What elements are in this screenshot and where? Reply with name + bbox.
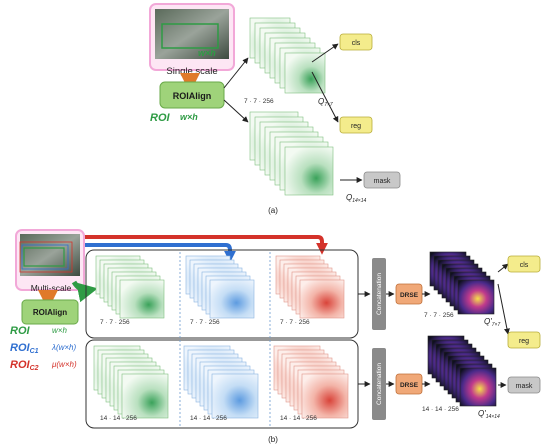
output-stack-bottom <box>427 335 497 407</box>
stack-top-green <box>95 255 165 319</box>
roialign-label-b: ROIAlign <box>33 308 67 317</box>
q-top-b: Q'7×7 <box>484 317 500 328</box>
cls-box <box>339 33 373 51</box>
stack-top-blue <box>185 255 255 319</box>
cls-label: cls <box>352 40 361 47</box>
stack-bottom-label-2: 14 · 14 · 256 <box>190 415 227 422</box>
feature-stack-top-a <box>249 17 326 94</box>
concat-label-bottom: Concatenation <box>376 363 383 405</box>
mask-label: mask <box>374 178 391 185</box>
output-stack-top <box>429 251 495 315</box>
input-image-b <box>20 234 80 276</box>
roi-dims-b: w×h <box>52 326 67 335</box>
feature-map-layer <box>459 367 497 407</box>
input-image <box>155 9 229 59</box>
scale-label: Single scale <box>166 66 217 77</box>
mask-label-b: mask <box>516 383 533 390</box>
concat-box-top <box>372 258 386 330</box>
stack-top-label-3: 7 · 7 · 256 <box>280 319 310 326</box>
cls-label-b: cls <box>520 262 529 269</box>
stack-top-red <box>275 255 345 319</box>
roi-c2-dims: μ(w×h) <box>51 360 77 369</box>
mask-box <box>363 171 401 189</box>
roi-dims: w×h <box>180 112 198 122</box>
arrow-to-cls <box>311 43 339 63</box>
feature-map-layer <box>211 373 259 419</box>
roi-c2-label: ROIC2 <box>10 359 39 372</box>
stack-bottom-label-1: 14 · 14 · 256 <box>100 415 137 422</box>
roi-c1-box-b <box>21 244 69 270</box>
feature-map-layer <box>284 52 326 94</box>
q-bottom: Q14×14 <box>346 193 366 204</box>
arrow-to-reg-b <box>497 283 510 335</box>
arrow-to-cls-b <box>497 263 509 273</box>
stack-bottom-blue <box>183 345 259 419</box>
arrow-to-reg <box>311 71 339 123</box>
reg-box <box>339 116 373 134</box>
stack-top-label-2: 7 · 7 · 256 <box>190 319 220 326</box>
roi-c2-box-b <box>19 241 73 273</box>
drse-label-top: DRSE <box>400 292 419 299</box>
scale-label-b: Multi-scale <box>31 283 72 293</box>
out-top-label: 7 · 7 · 256 <box>424 312 454 319</box>
red-path-arrow <box>84 235 328 255</box>
feature-map-layer <box>119 279 165 319</box>
drse-label-bottom: DRSE <box>400 382 419 389</box>
feature-map-layer <box>121 373 169 419</box>
roi-label-b: ROI <box>10 325 31 337</box>
arrow-to-bottom-stack <box>223 99 249 123</box>
roi-box <box>161 23 219 49</box>
roi-label: ROI <box>150 112 171 124</box>
feature-map-layer <box>299 279 345 319</box>
feature-map-layer <box>457 279 495 315</box>
roialign-label: ROIAlign <box>173 91 212 101</box>
concat-box-bottom <box>372 348 386 420</box>
stack-bottom-label-3: 14 · 14 · 256 <box>280 415 317 422</box>
stack-top-label-1: 7 · 7 · 256 <box>100 319 130 326</box>
mask-box-b <box>507 376 541 394</box>
feature-stack-bottom-a <box>249 111 334 196</box>
stack-bottom-red <box>273 345 349 419</box>
roi-c1-label: ROIC1 <box>10 342 39 355</box>
roi-c1-dims: λ(w×h) <box>51 343 77 352</box>
concat-label-top: Concatenation <box>376 273 383 315</box>
stack-bottom-green <box>93 345 169 419</box>
feature-map-layer <box>284 146 334 196</box>
reg-box-b <box>507 331 541 349</box>
caption-b: (b) <box>268 435 278 444</box>
green-path-arrow <box>71 280 98 303</box>
roialign-box-b <box>21 299 79 325</box>
roi-box-b <box>23 247 65 267</box>
panel-b: Multi-scale ROIAlign ROI w×h ROIC1 λ(w×h… <box>10 229 541 444</box>
feature-map-layer <box>209 279 255 319</box>
roi-box-label: w×h <box>198 48 216 58</box>
panel-a: w×h Single scale ROIAlign ROI w×h 7 · 7 … <box>149 3 401 215</box>
stack-top-label: 7 · 7 · 256 <box>244 98 274 105</box>
q-top: Q7×7 <box>318 97 333 108</box>
reg-label-b: reg <box>519 338 529 345</box>
arrow-to-top-stack <box>223 57 249 89</box>
feature-map-layer <box>301 373 349 419</box>
caption-a: (a) <box>268 206 278 215</box>
roialign-box <box>159 81 225 109</box>
q-bottom-b: Q'14×14 <box>478 409 500 420</box>
out-bottom-label: 14 · 14 · 256 <box>422 406 459 413</box>
cls-box-b <box>507 255 541 273</box>
reg-label: reg <box>351 123 361 130</box>
